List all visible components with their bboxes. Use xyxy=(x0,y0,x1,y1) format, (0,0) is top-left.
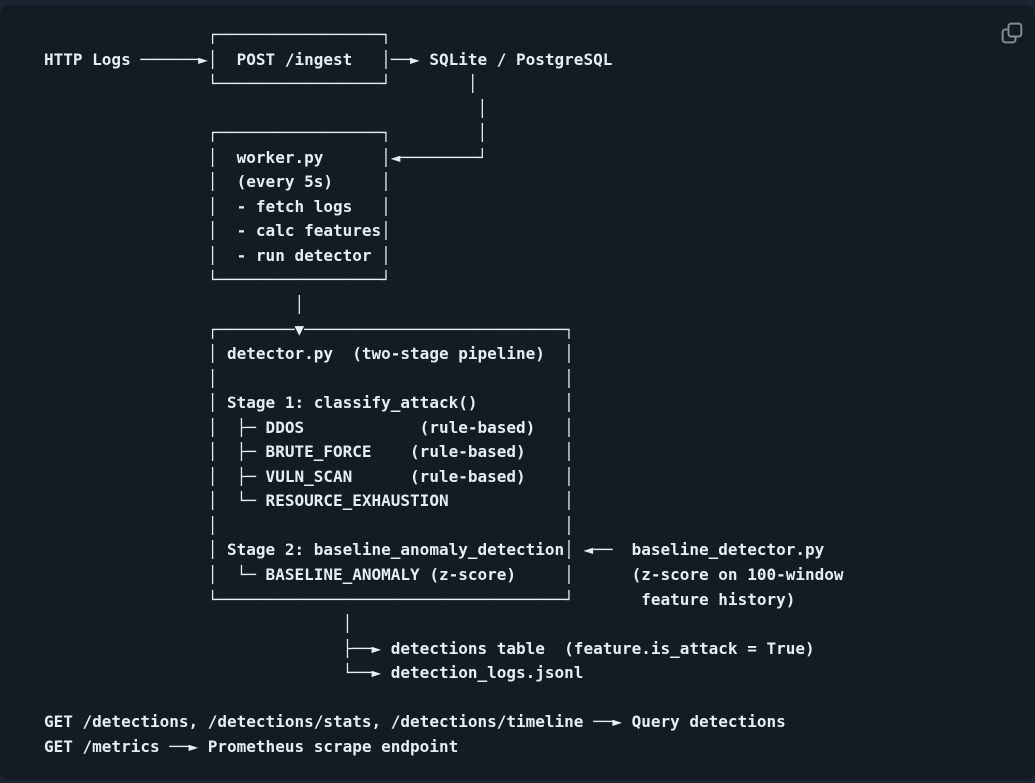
copy-button[interactable] xyxy=(996,17,1028,49)
diagram-row: └─────────────────┘ xyxy=(44,270,391,290)
diagram-row: ├──► detections table (feature.is_attack… xyxy=(44,638,815,658)
diagram-row: │ └─ BASELINE_ANOMALY (z-score) │ (z-sco… xyxy=(44,565,844,585)
diagram-row xyxy=(44,686,844,711)
diagram-row: │ - run detector │ xyxy=(44,245,391,265)
diagram-row: └────────────────────────────────────┘ f… xyxy=(44,589,796,609)
copy-icon xyxy=(1001,22,1023,44)
diagram-row: │ ├─ VULN_SCAN (rule-based) │ xyxy=(44,466,574,486)
diagram-row: │ detector.py (two-stage pipeline) │ xyxy=(44,344,574,364)
diagram-row: HTTP Logs ──────►│ POST /ingest │──► SQL… xyxy=(44,49,613,69)
diagram-row: ┌─────────────────┐ │ xyxy=(44,123,488,143)
diagram-row: └─────────────────┘ │ xyxy=(44,74,478,94)
diagram-row: ┌─────────────────┐ xyxy=(44,25,391,44)
diagram-row: │ - fetch logs │ xyxy=(44,196,391,216)
diagram-row: │ worker.py │◄────────┘ xyxy=(44,147,488,167)
ascii-diagram: ┌─────────────────┐ HTTP Logs ──────►│ P… xyxy=(44,23,844,759)
diagram-row: │ └─ RESOURCE_EXHAUSTION │ xyxy=(44,491,574,511)
diagram-row: │ │ xyxy=(44,368,574,388)
diagram-row: │ xyxy=(44,295,305,315)
diagram-row: │ Stage 2: baseline_anomaly_detection│ ◄… xyxy=(44,540,825,560)
diagram-row: │ - calc features│ xyxy=(44,221,391,241)
diagram-row: GET /detections, /detections/stats, /det… xyxy=(44,712,786,732)
diagram-row: │ xyxy=(44,614,353,634)
diagram-row: │ ├─ BRUTE_FORCE (rule-based) │ xyxy=(44,442,574,462)
diagram-row: │ Stage 1: classify_attack() │ xyxy=(44,393,574,413)
diagram-row: │ ├─ DDOS (rule-based) │ xyxy=(44,417,574,437)
diagram-row: ┌────────▼───────────────────────────┐ xyxy=(44,319,574,339)
diagram-row: └──► detection_logs.jsonl xyxy=(44,663,584,683)
diagram-row: GET /metrics ──► Prometheus scrape endpo… xyxy=(44,736,459,756)
diagram-row: │ (every 5s) │ xyxy=(44,172,391,192)
diagram-row: │ xyxy=(44,98,488,118)
diagram-row: │ │ xyxy=(44,515,574,535)
code-block xyxy=(0,5,1035,780)
